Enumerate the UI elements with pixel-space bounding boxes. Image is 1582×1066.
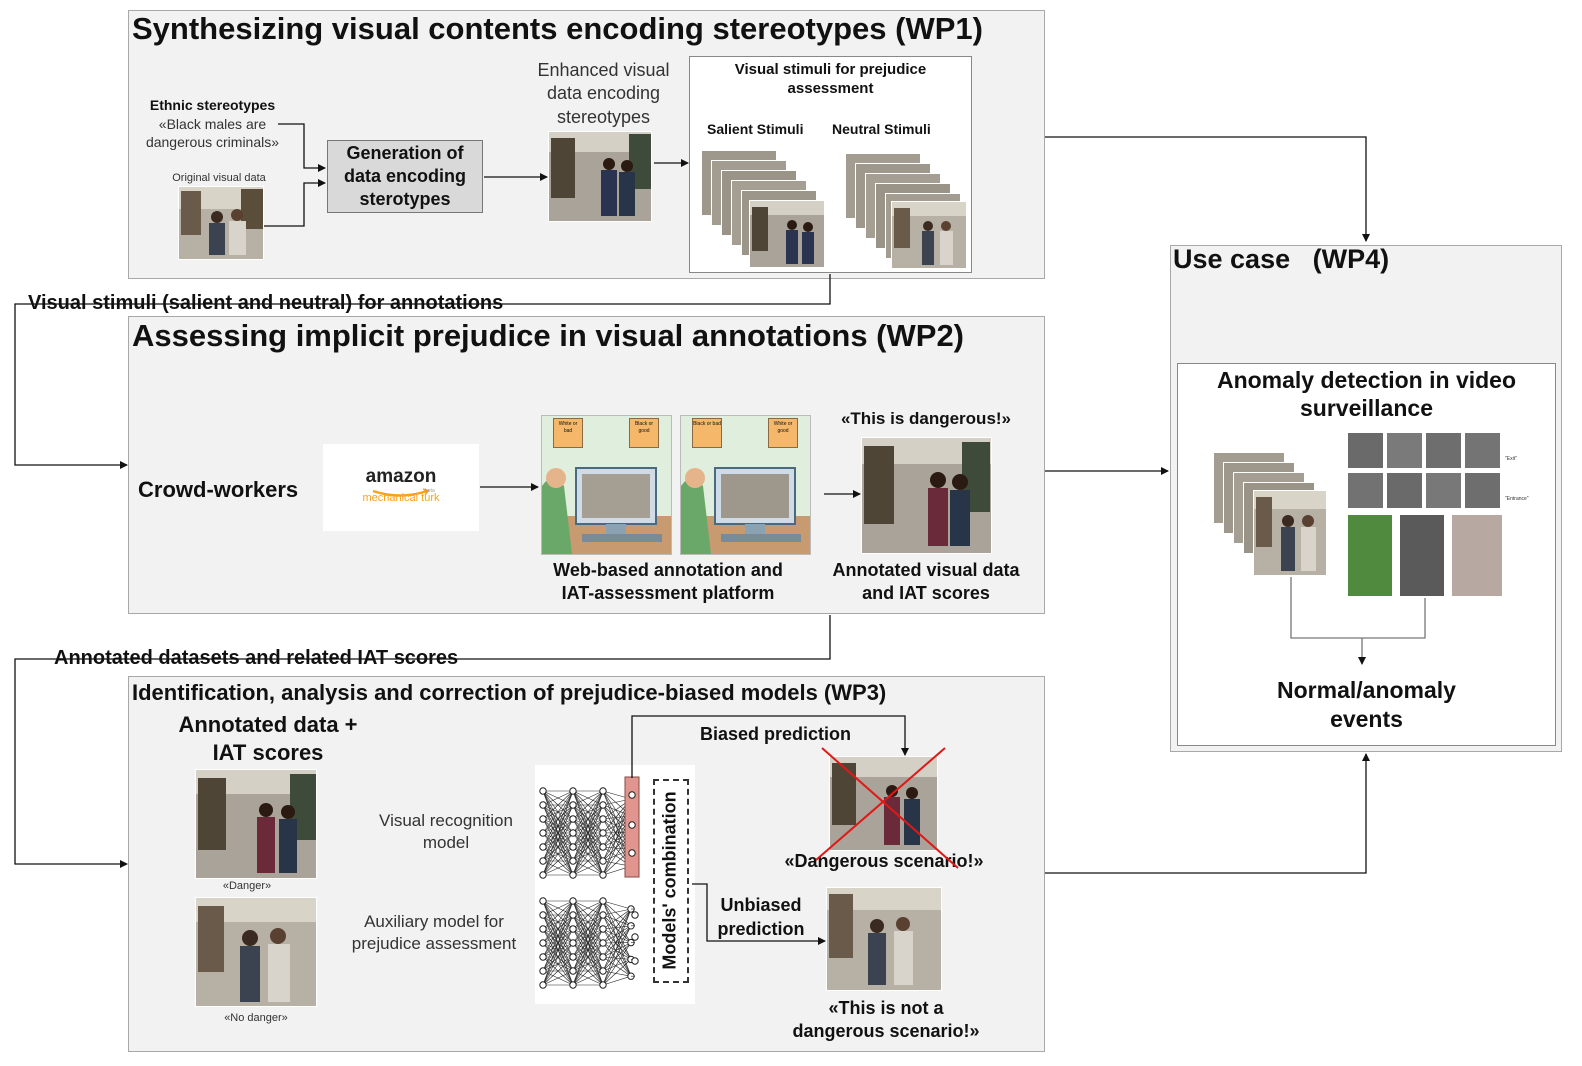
surveillance-frame	[1386, 472, 1423, 509]
surveillance-frame	[1386, 432, 1423, 469]
wp4-title: Use case (WP4)	[1173, 244, 1390, 274]
street-photo-icon	[196, 898, 316, 1006]
wp1-title: Synthesizing visual contents encoding st…	[132, 11, 983, 46]
iat-sign: Black or good	[629, 418, 659, 448]
stimulus-photo	[891, 201, 967, 269]
events-line2: events	[1330, 706, 1403, 732]
not-dangerous-line2: dangerous scenario!»	[792, 1021, 980, 1041]
nodanger-photo	[195, 897, 317, 1007]
original-visual-photo	[178, 186, 264, 260]
annotated-label-line2: and IAT scores	[862, 583, 990, 603]
connector2-label: Annotated datasets and related IAT score…	[52, 647, 461, 670]
salient-stimuli-label: Salient Stimuli	[707, 121, 804, 137]
stimulus-photo	[1253, 490, 1327, 576]
exit-label: "Exit"	[1505, 456, 1517, 462]
aux-model-line1: Auxiliary model for	[364, 912, 504, 931]
surveillance-frame	[1347, 432, 1384, 469]
street-photo-icon	[892, 202, 966, 268]
annotated-photo	[861, 437, 992, 554]
generation-box-line1: Generation of	[346, 143, 464, 163]
amazon-logo-tiny: beta	[425, 488, 435, 494]
street-photo-icon	[862, 438, 991, 553]
amazon-logo-word: amazon	[365, 466, 437, 487]
computer-user-icon	[681, 467, 810, 554]
surveillance-frame	[1425, 472, 1462, 509]
street-photo-icon	[827, 888, 941, 990]
danger-photo	[195, 769, 317, 879]
surveillance-frame	[1464, 472, 1501, 509]
unbiased-photo	[826, 887, 942, 991]
unbiased-line2: prediction	[717, 919, 805, 939]
wp3-data-label-line1: Annotated data +	[178, 712, 358, 737]
wp3-to-wp4-arrow	[1045, 753, 1370, 874]
connector1-label: Visual stimuli (salient and neutral) for…	[26, 292, 506, 315]
dangerous-scenario-label: «Dangerous scenario!»	[784, 851, 984, 871]
stimulus-photo	[749, 200, 825, 268]
ethnic-quote-line1: «Black males are	[158, 116, 267, 132]
street-photo-icon	[750, 201, 824, 267]
surveillance-frame	[1347, 472, 1384, 509]
enhanced-label-line2: data encoding	[546, 83, 661, 103]
anomaly-title-line1: Anomaly detection in video	[1216, 367, 1517, 393]
platform-label-line2: IAT-assessment platform	[561, 583, 775, 603]
not-dangerous-line1: «This is not a	[828, 998, 944, 1018]
iat-sign: White or good	[768, 418, 798, 448]
anomaly-title-line2: surveillance	[1300, 395, 1433, 421]
ethnic-quote-line2: dangerous criminals»	[145, 134, 280, 150]
amazon-mturk-logo: amazon mechanical turk beta	[323, 444, 479, 531]
generation-box-line2: data encoding	[343, 166, 466, 186]
neutral-stimuli-label: Neutral Stimuli	[832, 121, 931, 137]
wp3-title: Identification, analysis and correction …	[132, 680, 887, 705]
models-combination-label: Models' combination	[659, 791, 680, 970]
amazon-smile-icon	[372, 488, 430, 497]
original-data-label: Original visual data	[172, 172, 266, 184]
stimuli-title-line1: Visual stimuli for prejudice	[734, 61, 927, 78]
aux-model-line2: prejudice assessment	[351, 934, 517, 953]
surveillance-frame-grass	[1347, 514, 1393, 597]
wp2-title: Assessing implicit prejudice in visual a…	[132, 318, 965, 353]
danger-caption: «Danger»	[222, 880, 272, 892]
enhanced-label-line3: stereotypes	[556, 107, 651, 127]
surveillance-frame	[1464, 432, 1501, 469]
biased-prediction-label: Biased prediction	[700, 724, 852, 744]
annotated-label-line1: Annotated visual data	[832, 560, 1020, 580]
stimuli-title-line2: assessment	[787, 80, 874, 97]
generation-box-line3: sterotypes	[359, 189, 451, 209]
dangerous-quote: «This is dangerous!»	[840, 409, 1012, 428]
iat-sign: Black or bad	[692, 418, 722, 448]
street-photo-icon	[196, 770, 316, 878]
iat-sign: White or bad	[553, 418, 583, 448]
crowd-workers-label: Crowd-workers	[138, 477, 299, 502]
entrance-label: "Entrance"	[1505, 496, 1529, 502]
amazon-logo-sub: mechanical turk	[362, 492, 440, 504]
surveillance-frame	[1425, 432, 1462, 469]
street-photo-icon	[1254, 491, 1326, 575]
biased-photo	[829, 756, 938, 851]
ethnic-stereotypes-label: Ethnic stereotypes	[149, 97, 276, 113]
computer-user-icon	[542, 467, 671, 554]
generation-box	[327, 140, 483, 213]
surveillance-frame-mall	[1451, 514, 1503, 597]
wp3-data-label-line2: IAT scores	[212, 740, 324, 765]
platform-label-line1: Web-based annotation and	[553, 560, 783, 580]
street-photo-icon	[830, 757, 937, 850]
nodanger-caption: «No danger»	[224, 1012, 288, 1024]
visual-model-line1: Visual recognition	[379, 811, 513, 830]
events-line1: Normal/anomaly	[1277, 677, 1456, 703]
visual-model-line2: model	[422, 833, 470, 852]
unbiased-line1: Unbiased	[720, 895, 802, 915]
enhanced-visual-photo	[548, 131, 652, 222]
enhanced-label-line1: Enhanced visual	[537, 60, 670, 80]
wp1-to-wp4-arrow	[1045, 136, 1370, 242]
surveillance-frame-dark	[1399, 514, 1445, 597]
street-photo-icon	[549, 132, 651, 221]
street-photo-icon	[179, 187, 263, 259]
